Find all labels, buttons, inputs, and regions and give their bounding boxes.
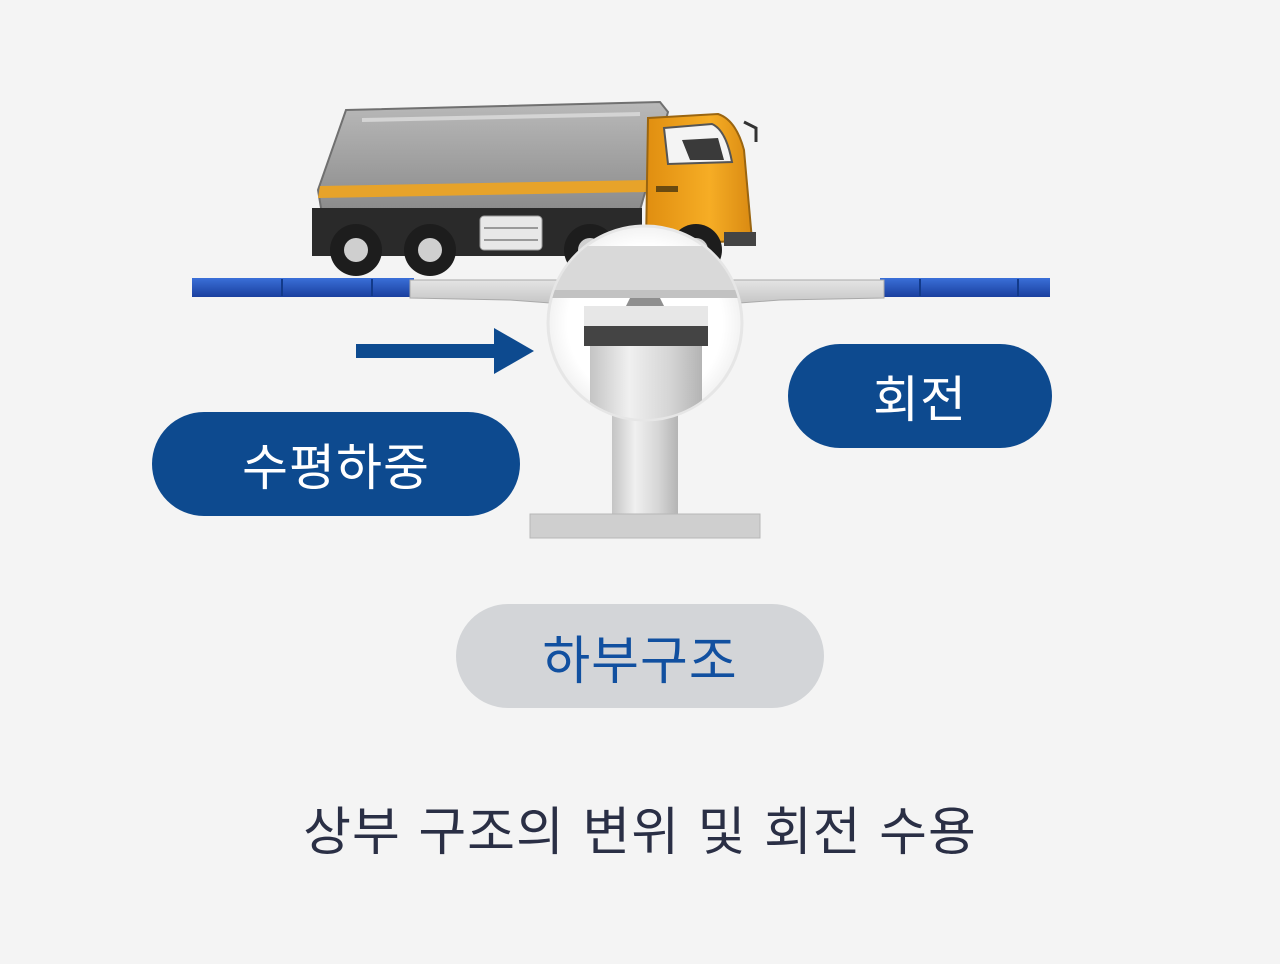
pier xyxy=(529,400,761,539)
rotation-label: 회전 xyxy=(788,344,1052,448)
bearing-magnifier xyxy=(546,224,744,422)
diagram-caption: 상부 구조의 변위 및 회전 수용 xyxy=(303,803,977,863)
horizontal-load-label: 수평하중 xyxy=(152,412,520,516)
arrow-right-icon xyxy=(356,328,534,374)
substructure-label: 하부구조 xyxy=(456,604,824,708)
